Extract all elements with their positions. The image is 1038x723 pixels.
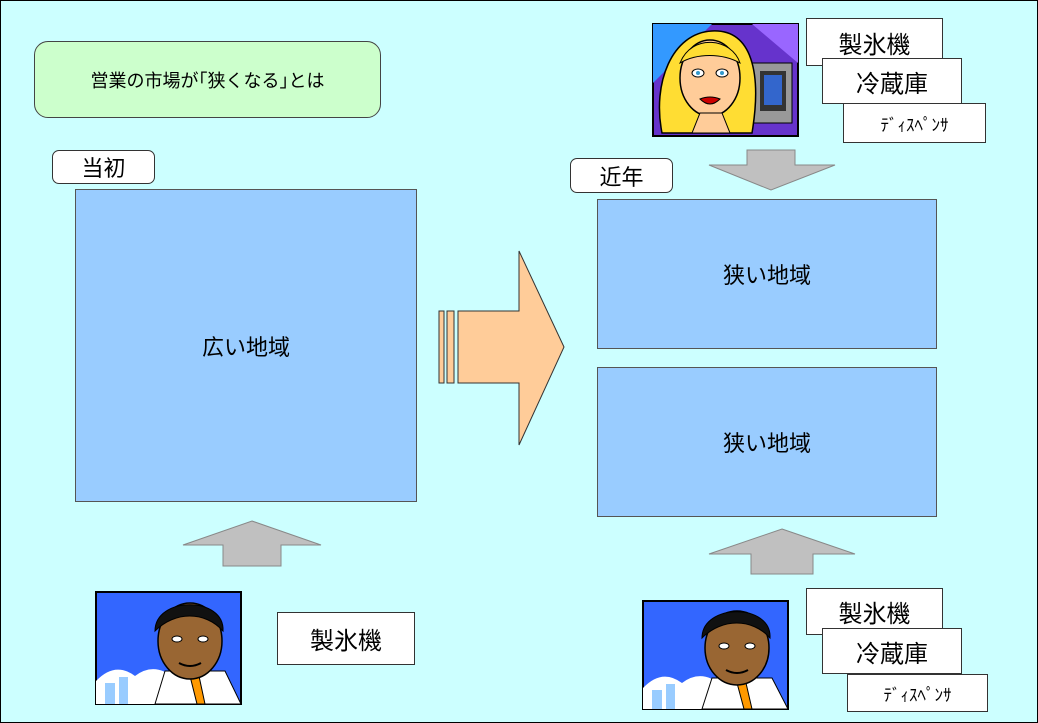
woman-computer-icon bbox=[652, 23, 799, 137]
product-dispenser-top: ﾃﾞｨｽﾍﾟﾝｻ bbox=[843, 103, 986, 143]
product-label: 製氷機 bbox=[310, 627, 382, 655]
product-refrigerator-top: 冷蔵庫 bbox=[822, 58, 962, 104]
tab-recent: 近年 bbox=[570, 158, 673, 193]
up-arrow-left-icon bbox=[182, 520, 322, 567]
product-label: 製氷機 bbox=[838, 30, 911, 59]
region-narrow-bottom: 狭い地域 bbox=[597, 367, 937, 517]
down-arrow-icon bbox=[708, 149, 836, 191]
product-label: ﾃﾞｨｽﾍﾟﾝｻ bbox=[880, 115, 949, 136]
region-narrow-top-label: 狭い地域 bbox=[722, 264, 811, 289]
region-narrow-bottom-label: 狭い地域 bbox=[722, 432, 811, 457]
region-narrow-top: 狭い地域 bbox=[597, 199, 937, 349]
product-label: 冷蔵庫 bbox=[856, 639, 928, 668]
product-ice-maker-initial: 製氷機 bbox=[277, 612, 415, 665]
tab-initial: 当初 bbox=[52, 150, 155, 184]
tab-initial-label: 当初 bbox=[81, 157, 126, 182]
product-label: 製氷機 bbox=[838, 600, 911, 628]
tab-recent-label: 近年 bbox=[599, 165, 644, 191]
region-wide-label: 広い地域 bbox=[201, 335, 290, 361]
product-dispenser-bottom: ﾃﾞｨｽﾍﾟﾝｻ bbox=[847, 674, 988, 712]
transition-arrow-icon bbox=[438, 250, 565, 446]
up-arrow-right-icon bbox=[708, 528, 856, 575]
title-box: 営業の市場が｢狭くなる｣とは bbox=[34, 41, 381, 118]
product-label: 冷蔵庫 bbox=[856, 69, 928, 98]
businessman-icon bbox=[95, 591, 242, 705]
title-text: 営業の市場が｢狭くなる｣とは bbox=[90, 70, 325, 92]
region-wide: 広い地域 bbox=[75, 189, 417, 502]
product-refrigerator-bottom: 冷蔵庫 bbox=[822, 628, 962, 674]
product-ice-maker-bottom: 製氷機 bbox=[806, 588, 943, 635]
businessman-icon bbox=[642, 600, 789, 710]
product-label: ﾃﾞｨｽﾍﾟﾝｻ bbox=[883, 685, 952, 706]
